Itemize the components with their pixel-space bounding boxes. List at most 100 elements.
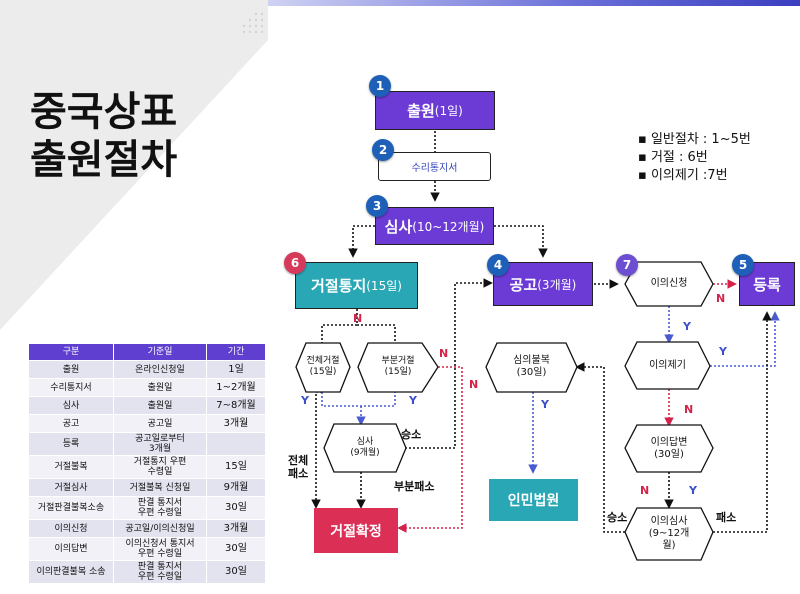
step-badge: 3 xyxy=(366,195,388,217)
appeal-line1: 심의불복 xyxy=(513,355,550,366)
appeal-line2: (30일) xyxy=(516,367,547,378)
legend-item: ▪ 거절 : 6번 xyxy=(638,150,708,165)
appeal-node xyxy=(485,342,578,393)
partial-reject-text: 부분거절 (15일) xyxy=(358,356,438,378)
table-cell: 거절불복 xyxy=(28,455,114,479)
opp-review-line2: (9~12개 xyxy=(648,528,690,539)
table-cell: 거절통지 우편 수령일 xyxy=(113,455,207,479)
step-badge: 6 xyxy=(284,252,306,274)
step-badge: 5 xyxy=(732,254,754,276)
opp-answer-line1: 이의답변 xyxy=(650,437,688,448)
apply-sub: (1일) xyxy=(434,104,463,118)
step-badge: 2 xyxy=(372,139,394,161)
edge-label-partial-lose: 부분패소 xyxy=(394,480,435,493)
legend: ▪ 일반절차 : 1~5번 ▪ 거절 : 6번 ▪ 이의제기 :7번 xyxy=(638,131,751,185)
opp-raise-node xyxy=(624,341,711,390)
reject-main: 거절통지 xyxy=(311,277,367,295)
edge-label-win: 승소 xyxy=(607,511,628,524)
edge-label-y: Y xyxy=(683,320,691,333)
edge-label-n: N xyxy=(469,378,479,391)
table-cell: 30일 xyxy=(206,537,266,561)
register-label: 등록 xyxy=(753,275,781,294)
publish-box: 공고(3개월) xyxy=(493,262,593,306)
edge-label-y: Y xyxy=(409,394,417,407)
review-line2: (9개월) xyxy=(350,448,380,458)
table-cell: 수리통지서 xyxy=(28,378,114,397)
title-line-1: 중국상표 xyxy=(30,89,178,135)
edge-label-y: Y xyxy=(301,394,309,407)
confirm-reject-box: 거절확정 xyxy=(314,508,398,553)
full-reject-node xyxy=(295,342,351,393)
review-line1: 심사 xyxy=(356,437,374,447)
publish-main: 공고 xyxy=(509,275,538,294)
appeal-text: 심의불복 (30일) xyxy=(486,355,577,379)
table-header: 기준일 xyxy=(113,343,207,361)
full-reject-line2: (15일) xyxy=(309,367,337,377)
table-cell: 이의답변 xyxy=(28,537,114,561)
opp-review-text: 이의심사 (9~12개 월) xyxy=(625,516,713,552)
review-text: 심사 (9개월) xyxy=(324,437,406,459)
table-cell: 거절판결불복소송 xyxy=(28,496,114,520)
table-cell: 출원일 xyxy=(113,396,207,415)
table-cell: 출원 xyxy=(28,360,114,379)
table-cell: 공고일로부터 3개월 xyxy=(113,432,207,456)
edge-label-win: 승소 xyxy=(401,428,422,441)
court-label: 인민법원 xyxy=(507,493,560,509)
edge-label-full-lose: 전체 패소 xyxy=(288,454,308,480)
table-header: 구분 xyxy=(28,343,114,361)
opp-raise-label: 이의제기 xyxy=(649,360,686,371)
partial-reject-line1: 부분거절 xyxy=(381,356,415,366)
opp-review-line1: 이의심사 xyxy=(650,516,688,527)
full-lose-line2: 패소 xyxy=(288,467,309,480)
legend-item: ▪ 일반절차 : 1~5번 xyxy=(638,132,751,147)
step-badge: 7 xyxy=(616,254,638,276)
apply-main: 출원 xyxy=(407,102,435,120)
full-lose-line1: 전체 xyxy=(288,454,309,467)
full-reject-text: 전체거절 (15일) xyxy=(296,356,350,378)
review-node xyxy=(323,423,407,473)
edge-label-n: N xyxy=(439,347,449,360)
table-cell: 이의신청서 통지서 우편 수령일 xyxy=(113,537,207,561)
opp-raise-text: 이의제기 xyxy=(625,360,710,371)
opp-review-line3: 월) xyxy=(662,540,676,551)
opp-apply-text: 이의신청 xyxy=(625,278,713,289)
table-cell: 심사 xyxy=(28,396,114,415)
reject-notice-box: 거절통지(15일) xyxy=(295,262,418,309)
partial-reject-node xyxy=(357,342,439,393)
opp-answer-line2: (30일) xyxy=(654,449,684,460)
full-reject-line1: 전체거절 xyxy=(306,356,340,366)
edge-label-y: Y xyxy=(719,345,727,358)
receipt-label: 수리통지서 xyxy=(411,163,458,174)
opp-answer-node xyxy=(624,424,714,473)
edge-label-n: N xyxy=(640,484,650,497)
table-cell: 15일 xyxy=(206,455,266,479)
step-badge: 4 xyxy=(487,254,509,276)
legend-item: ▪ 이의제기 :7번 xyxy=(638,168,728,183)
edge-label-n: N xyxy=(684,403,694,416)
title-line-2: 출원절차 xyxy=(30,137,178,183)
page-title: 중국상표 출원절차 xyxy=(30,88,177,184)
edge-label-y: Y xyxy=(689,484,697,497)
table-cell: 거절불복 신청일 xyxy=(113,478,207,497)
table-cell: 3개월 xyxy=(206,414,266,433)
table-cell: 1일 xyxy=(206,360,266,379)
opp-review-node xyxy=(624,507,714,561)
edge-label-lose: 패소 xyxy=(716,511,737,524)
exam-sub: (10~12개월) xyxy=(412,219,485,234)
receipt-box: 수리통지서 xyxy=(378,152,491,181)
publish-sub: (3개월) xyxy=(537,277,577,292)
reject-sub: (15일) xyxy=(366,279,402,293)
